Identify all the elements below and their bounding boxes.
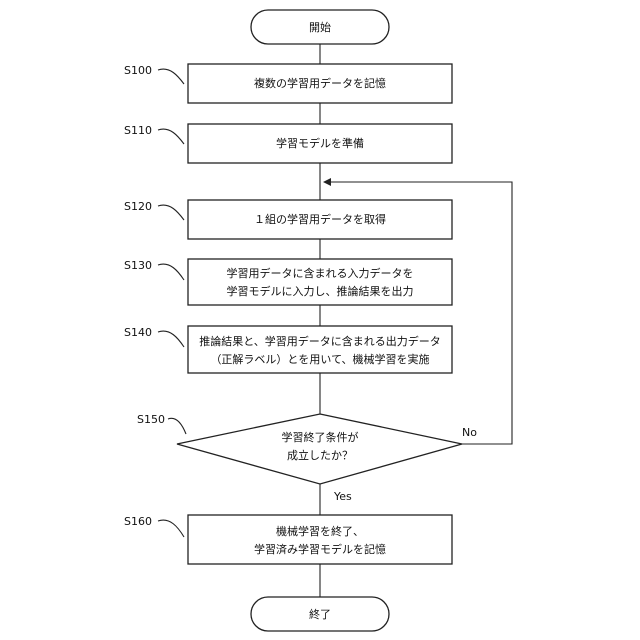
step-s160-box [188, 515, 452, 564]
step-s140-id: S140 [124, 326, 152, 339]
decision-yes-label: Yes [333, 490, 352, 503]
decision-s150-text-line2: 成立したか？ [287, 448, 353, 462]
step-s160-leader [158, 520, 184, 537]
step-s100-leader [158, 69, 184, 84]
step-s160-text-line2: 学習済み学習モデルを記憶 [254, 542, 386, 556]
start-terminal: 開始 [251, 10, 389, 44]
step-s120: １組の学習用データを取得 S120 [124, 200, 452, 239]
decision-s150: 学習終了条件が 成立したか？ S150 No Yes [137, 413, 477, 503]
step-s130-text-line2: 学習モデルに入力し、推論結果を出力 [227, 284, 414, 298]
step-s120-id: S120 [124, 200, 152, 213]
end-terminal: 終了 [251, 597, 389, 631]
decision-no-label: No [462, 426, 477, 439]
step-s110-leader [158, 129, 184, 144]
step-s100-text: 複数の学習用データを記憶 [254, 76, 386, 90]
start-label: 開始 [309, 20, 331, 34]
step-s110-id: S110 [124, 124, 152, 137]
step-s140-text-line1: 推論結果と、学習用データに含まれる出力データ [199, 334, 441, 348]
step-s110-text: 学習モデルを準備 [276, 136, 364, 150]
step-s160-id: S160 [124, 515, 152, 528]
step-s140-leader [158, 331, 184, 347]
step-s130-leader [158, 264, 184, 280]
step-s160: 機械学習を終了、 学習済み学習モデルを記憶 S160 [124, 515, 452, 564]
decision-s150-id: S150 [137, 413, 165, 426]
decision-s150-text-line1: 学習終了条件が [282, 430, 359, 444]
step-s130-text-line1: 学習用データに含まれる入力データを [227, 266, 414, 280]
step-s130: 学習用データに含まれる入力データを 学習モデルに入力し、推論結果を出力 S130 [124, 259, 452, 305]
step-s130-id: S130 [124, 259, 152, 272]
step-s120-text: １組の学習用データを取得 [254, 212, 386, 226]
step-s140-text-line2: （正解ラベル）とを用いて、機械学習を実施 [210, 352, 429, 366]
step-s120-leader [158, 205, 184, 220]
step-s160-text-line1: 機械学習を終了、 [276, 524, 364, 538]
decision-s150-leader [168, 418, 186, 434]
step-s110: 学習モデルを準備 S110 [124, 124, 452, 163]
step-s140: 推論結果と、学習用データに含まれる出力データ （正解ラベル）とを用いて、機械学習… [124, 326, 452, 373]
end-label: 終了 [309, 607, 331, 621]
step-s100-id: S100 [124, 64, 152, 77]
step-s100: 複数の学習用データを記憶 S100 [124, 64, 452, 103]
step-s130-box [188, 259, 452, 305]
